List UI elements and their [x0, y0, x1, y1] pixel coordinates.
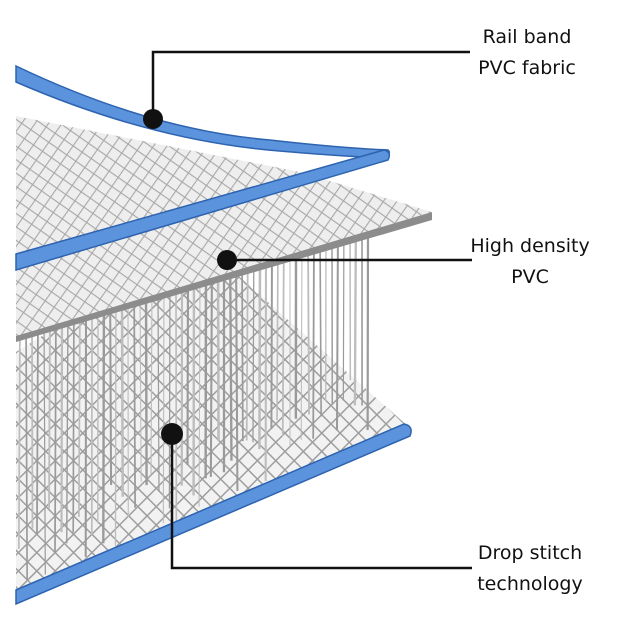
- stitch-thread: [150, 283, 153, 474]
- stitch-thread: [17, 313, 21, 550]
- top-mesh-sheet: [16, 116, 432, 338]
- hd-leader-dot: [217, 250, 237, 270]
- high-density-label-line-1: High density: [470, 235, 590, 257]
- drop-leader-dot: [161, 423, 183, 445]
- stitch-thread: [300, 243, 303, 440]
- bottom-rail-band: [15, 423, 412, 606]
- rail-band-label: Rail band PVC fabric: [452, 22, 602, 84]
- top-sheet-edge: [16, 212, 432, 342]
- drop-leader-line: [170, 434, 472, 570]
- stitch-thread: [36, 317, 39, 534]
- stitch-thread: [241, 249, 244, 442]
- stitch-thread: [102, 277, 106, 544]
- stitch-thread: [48, 305, 51, 509]
- top-rail-band-lower: [15, 149, 391, 272]
- stitch-thread: [66, 304, 69, 544]
- stitch-thread: [234, 249, 239, 491]
- stitch-thread: [335, 222, 339, 431]
- stitch-thread: [276, 238, 279, 421]
- stitch-thread: [270, 247, 273, 430]
- stitch-thread: [60, 310, 64, 533]
- rail-band-label-line-2: PVC fabric: [478, 57, 576, 79]
- stitch-thread: [168, 273, 171, 509]
- stitch-thread: [25, 310, 28, 581]
- drop-stitch-label-line-1: Drop stitch: [477, 542, 583, 564]
- stitch-thread: [144, 288, 148, 486]
- stitch-thread: [312, 232, 315, 439]
- stitch-thread: [43, 318, 46, 575]
- stitch-thread: [54, 295, 57, 554]
- stitch-thread: [319, 232, 322, 417]
- drop-stitch-label-line-2: technology: [477, 573, 583, 595]
- stitch-thread: [258, 252, 262, 450]
- stitch-thread: [114, 281, 117, 546]
- stitch-thread: [157, 290, 160, 492]
- rail-band-label-line-1: Rail band: [482, 26, 572, 48]
- high-density-label-line-2: PVC: [511, 266, 549, 288]
- stitch-thread: [162, 269, 165, 524]
- stitch-thread: [307, 240, 310, 415]
- bottom-mesh-sheet: [16, 240, 410, 596]
- stitch-thread: [209, 253, 214, 477]
- stitch-thread: [120, 286, 124, 497]
- stitch-thread: [216, 252, 220, 441]
- rail-leader-line: [151, 50, 470, 119]
- stitch-thread: [139, 291, 142, 482]
- high-density-label: High density PVC: [455, 231, 605, 293]
- stitch-thread: [198, 274, 201, 507]
- drop-stitch-label: Drop stitch technology: [455, 538, 605, 600]
- rail-leader-dot: [143, 109, 163, 129]
